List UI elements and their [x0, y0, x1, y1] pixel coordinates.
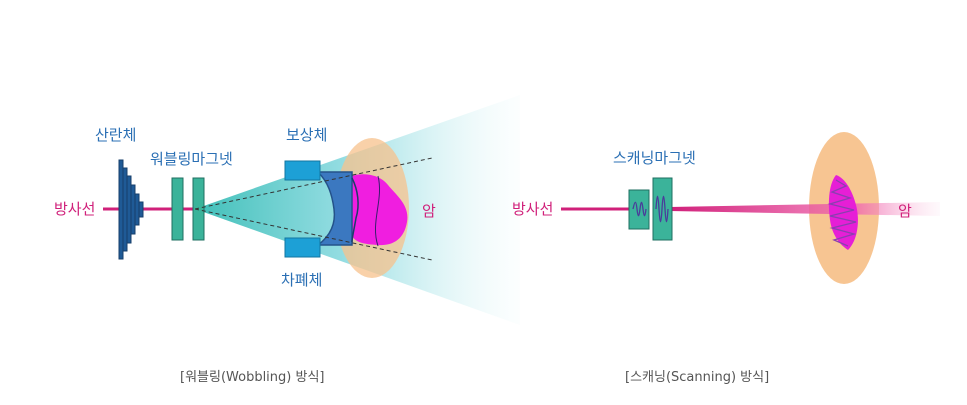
cancer-core	[345, 174, 408, 246]
compensator-label: 보상체	[286, 126, 327, 144]
compensator-inner	[351, 177, 359, 243]
scanning-magnet-1	[628, 189, 650, 230]
blocker-label: 차폐체	[281, 271, 322, 289]
wobbling-magnet-label: 워블링마그넷	[150, 150, 233, 168]
scatterer-label: 산란체	[95, 126, 136, 144]
wobbling-magnet-1	[171, 177, 184, 241]
magnet-wave-1	[632, 201, 647, 217]
scanning-magnet-label: 스캐닝마그넷	[613, 149, 696, 167]
dashed-ray-bottom	[194, 208, 433, 261]
cancer-outline	[374, 175, 380, 247]
cancer-label: 암	[422, 202, 436, 220]
wobbling-magnet-2	[192, 177, 205, 241]
blocker-bottom	[284, 237, 321, 258]
dashed-ray-top	[194, 157, 433, 210]
radiation-label: 방사선	[54, 200, 95, 218]
scanning-caption: [스캐닝(Scanning) 방식]	[625, 370, 769, 385]
scanning-beam	[670, 202, 940, 216]
wobbling-caption: [워블링(Wobbling) 방식]	[180, 370, 324, 385]
radiation-label-right: 방사선	[512, 200, 553, 218]
cancer-label-right: 암	[898, 202, 912, 220]
scan-path	[827, 179, 857, 247]
scanning-panel: 방사선 스캐닝마그넷 암 [스캐닝(Scanning) 방식]	[512, 132, 940, 385]
magnet-wave-2	[655, 195, 669, 223]
scatterer	[118, 159, 144, 260]
wobbling-panel: 방사선 산란체 워블링마그넷 보상체 차폐체 암 [워블링(Wobbling) …	[54, 95, 520, 385]
blocker-top	[284, 160, 321, 181]
